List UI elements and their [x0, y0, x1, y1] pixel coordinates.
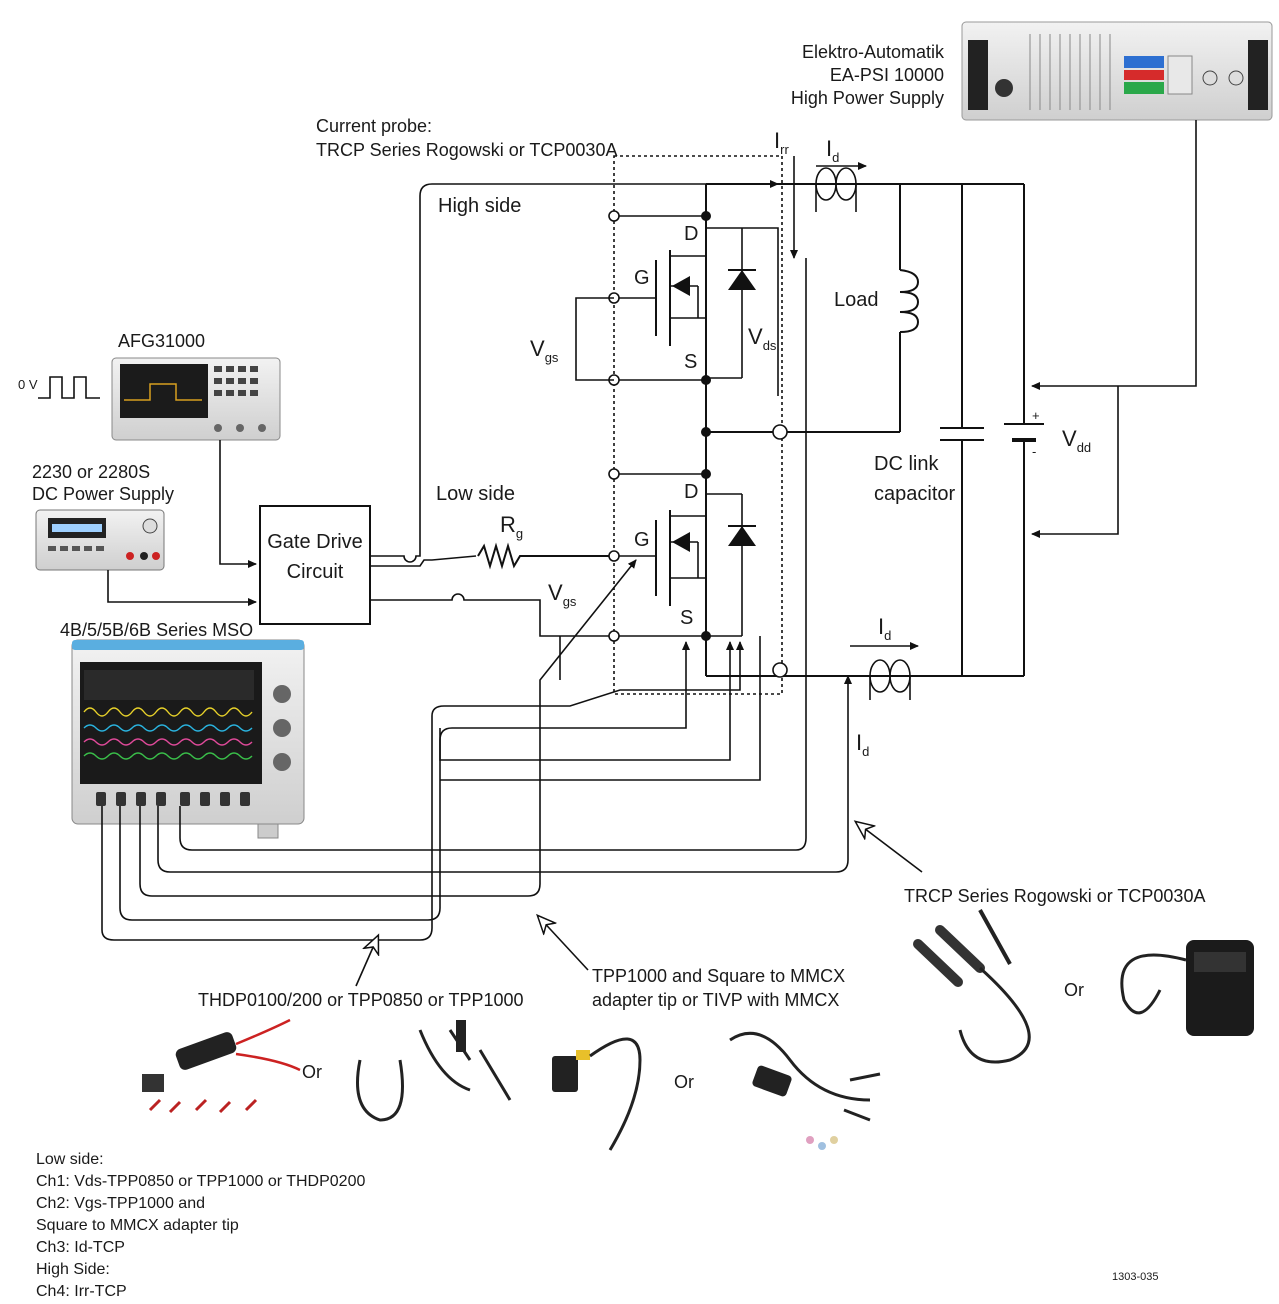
- high-drain-terminal: [608, 210, 620, 222]
- low-source-terminal: [608, 630, 620, 642]
- high-d-label: D: [684, 223, 698, 245]
- low-side-mosfet: [614, 473, 756, 676]
- node: [701, 469, 711, 479]
- high-side-mosfet: [614, 184, 756, 381]
- rogowski-label: TRCP Series Rogowski or TCP0030A: [904, 886, 1205, 906]
- dc-supply-label-2: DC Power Supply: [32, 484, 174, 504]
- legend-line-3: Ch2: Vgs-TPP1000 and: [36, 1195, 205, 1212]
- dc-supply-to-gate-wire: [107, 570, 257, 606]
- probe-cables: [101, 258, 852, 941]
- or-label-tpp: Or: [674, 1072, 694, 1092]
- rogowski-probe-image: [913, 909, 1031, 1064]
- or-label-diff: Or: [302, 1062, 322, 1082]
- high-s-label: S: [684, 351, 697, 373]
- afg-label: AFG31000: [118, 331, 205, 351]
- gate-drive-label-2: Circuit: [287, 561, 344, 583]
- afg-to-gate-wire: [219, 440, 257, 568]
- low-g-label: G: [634, 529, 650, 551]
- tpp-probe-pointer: [538, 916, 589, 971]
- node: [701, 211, 711, 221]
- diff-probe-pointer: [355, 936, 378, 987]
- id-top-label: Id: [826, 136, 839, 165]
- load-inductor: [899, 269, 920, 333]
- legend-line-2: Ch1: Vds-TPP0850 or TPP1000 or THDP0200: [36, 1173, 365, 1190]
- diff-probe-image: [142, 1018, 301, 1114]
- high-side-label: High side: [438, 195, 521, 217]
- tpp-label-2: adapter tip or TIVP with MMCX: [592, 990, 839, 1010]
- irr-label: Irr: [774, 128, 789, 157]
- power-supply-label-3: High Power Supply: [791, 88, 944, 108]
- or-label-rogowski: Or: [1064, 980, 1084, 1000]
- rogowski-pointer: [856, 822, 923, 873]
- gate-drive-label-1: Gate Drive: [267, 531, 363, 553]
- figure-id: 1303-035: [1112, 1271, 1159, 1283]
- vdd-minus: -: [1032, 444, 1036, 459]
- oscilloscope: [71, 639, 305, 839]
- low-side-label: Low side: [436, 483, 515, 505]
- legend-line-1: Low side:: [36, 1151, 104, 1168]
- ps-minus-wire: [1031, 386, 1119, 538]
- low-drain-terminal: [608, 468, 620, 480]
- module-boundary: [613, 155, 783, 695]
- low-vgs-label: Vgs: [548, 580, 577, 609]
- vdd-label: Vdd: [1062, 426, 1091, 455]
- low-gate-terminal: [608, 550, 620, 562]
- legend-line-6: High Side:: [36, 1261, 110, 1278]
- passive-probe-image: [356, 1020, 512, 1122]
- afg-zero-label: 0 V: [18, 377, 38, 392]
- power-supply: [961, 21, 1273, 121]
- ps-plus-wire: [1031, 120, 1197, 390]
- diff-probe-label: THDP0100/200 or TPP0850 or TPP1000: [198, 990, 524, 1010]
- node: [701, 631, 711, 641]
- id-current-probe: [869, 659, 911, 700]
- high-vgs-label: Vgs: [530, 336, 559, 365]
- channel-legend: Low side: Ch1: Vds-TPP0850 or TPP1000 or…: [36, 1151, 365, 1300]
- tpp-probe-image: [552, 1037, 642, 1151]
- id-bottom-label: Id: [878, 614, 891, 643]
- dc-supply-label-1: 2230 or 2280S: [32, 462, 150, 482]
- dc-link-label-2: capacitor: [874, 483, 955, 505]
- high-vgs-probe-wire: [575, 297, 614, 381]
- afg-instrument: [111, 357, 281, 441]
- low-d-label: D: [684, 481, 698, 503]
- square-wave-icon: [38, 376, 100, 399]
- gate-drive-high-wire: [370, 180, 779, 563]
- scope-label: 4B/5/5B/6B Series MSO: [60, 620, 253, 640]
- gate-drive-box: [259, 505, 371, 625]
- low-s-label: S: [680, 607, 693, 629]
- legend-line-7: Ch4: Irr-TCP: [36, 1283, 127, 1300]
- high-g-label: G: [634, 267, 650, 289]
- high-vds-label: Vds: [748, 324, 777, 353]
- dc-link-label-1: DC link: [874, 453, 939, 475]
- current-probe-note-2: TRCP Series Rogowski or TCP0030A: [316, 140, 617, 160]
- rg-label: Rg: [500, 512, 523, 541]
- power-supply-label-1: Elektro-Automatik: [802, 42, 945, 62]
- power-supply-label-2: EA-PSI 10000: [830, 65, 944, 85]
- gate-drive-source-wire: [370, 593, 614, 637]
- dc-supply-instrument: [35, 509, 165, 571]
- irr-current-probe: [815, 167, 857, 212]
- load-label: Load: [834, 289, 879, 311]
- tcp-probe-image: [1120, 940, 1254, 1036]
- current-probe-note-1: Current probe:: [316, 116, 432, 136]
- gate-drive-low-wire: [370, 555, 477, 567]
- high-vds-probe-wire: [742, 227, 779, 396]
- midpoint-terminal: [772, 424, 788, 440]
- tpp-label-1: TPP1000 and Square to MMCX: [592, 966, 845, 986]
- bottom-terminal: [772, 662, 788, 678]
- id-probe-label: Id: [856, 730, 869, 759]
- rg-resistor: [477, 542, 614, 570]
- vdd-plus: +: [1032, 408, 1040, 423]
- legend-line-5: Ch3: Id-TCP: [36, 1239, 125, 1256]
- tivp-probe-image: [729, 1031, 881, 1150]
- legend-line-4: Square to MMCX adapter tip: [36, 1217, 239, 1234]
